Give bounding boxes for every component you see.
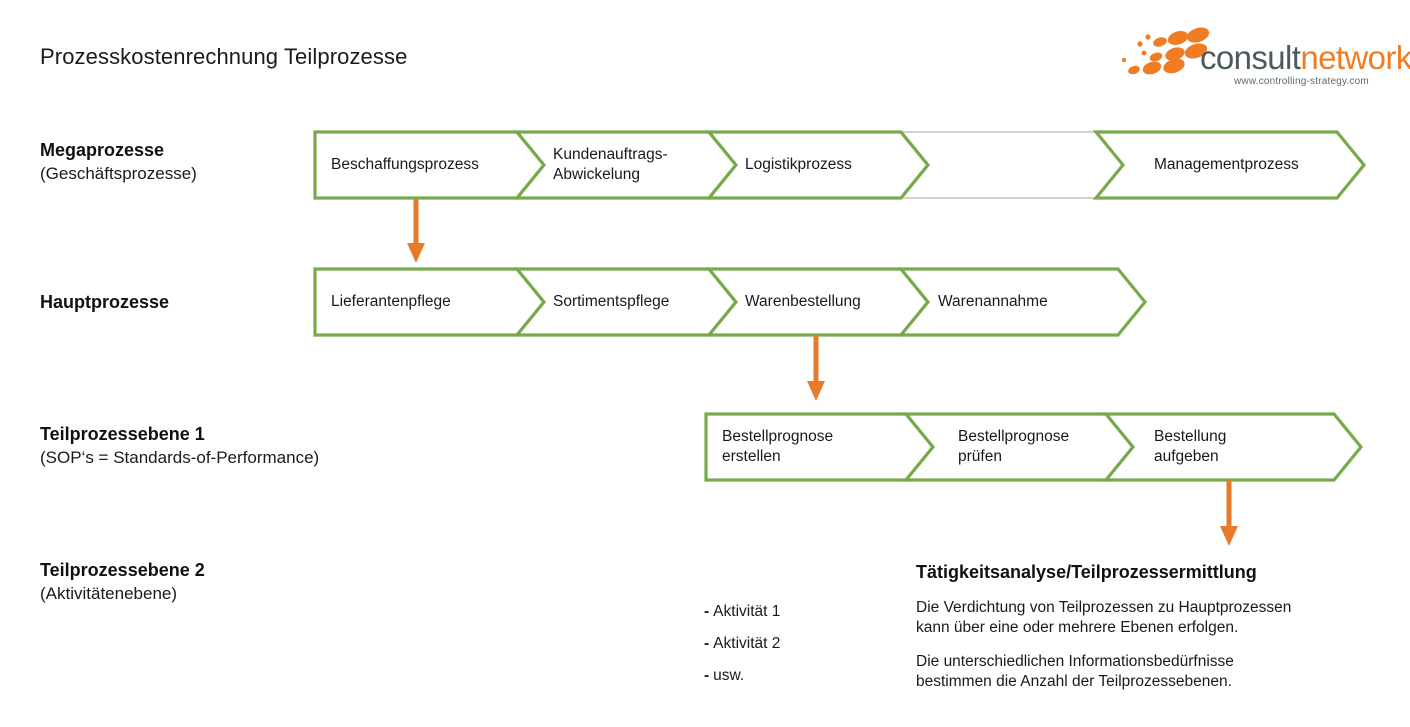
row-label-teilprozessebene-2: Teilprozessebene 2 (Aktivitätenebene) [40, 558, 205, 606]
chevron-label: Warenbestellung [745, 293, 861, 310]
chevron-segment[interactable] [897, 267, 1148, 337]
chevron-label: Managementprozess [1154, 156, 1299, 173]
logo-word-consult: consult [1200, 39, 1301, 76]
row-label-sub: (Aktivitätenebene) [40, 584, 178, 603]
row-label-hauptprozesse: Hauptprozesse [40, 290, 169, 314]
list-dash: - [704, 603, 710, 620]
row-label-main: Teilprozessebene 2 [40, 560, 205, 580]
list-item: -Aktivität 2 [704, 628, 894, 660]
activity-list: -Aktivität 1 -Aktivität 2 -usw. [704, 596, 894, 692]
row-label-main: Teilprozessebene 1 [40, 424, 205, 444]
chevron-segment-empty[interactable] [901, 132, 1123, 198]
logo-url: www.controlling-strategy.com [1234, 76, 1369, 87]
chevron-label: Sortimentspflege [553, 293, 670, 310]
chevron-label: Kundenauftrags- Abwickelung [553, 146, 668, 183]
row-label-teilprozessebene-1: Teilprozessebene 1 (SOP‘s = Standards-of… [40, 422, 319, 470]
chevron-row-teilprozessebene-1-shapes [704, 412, 1364, 482]
chevron-row-hauptprozesse-shapes [313, 267, 1148, 337]
arrow-tp1-to-tp2 [1218, 479, 1240, 547]
list-item: -usw. [704, 660, 894, 692]
chevron-segment[interactable] [1102, 412, 1364, 482]
list-dash: - [704, 667, 710, 684]
consultnetwork-logo: consultnetwork www.controlling-strategy.… [1112, 24, 1410, 87]
chevron-label: Bestellprognose erstellen [722, 428, 834, 465]
chevron-segment[interactable] [1092, 130, 1367, 200]
chevron-row-hauptprozesse: Lieferantenpflege Sortimentspflege Waren… [313, 267, 1148, 337]
chevron-label: Lieferantenpflege [331, 293, 451, 310]
analysis-title: Tätigkeitsanalyse/Teilprozessermittlung [916, 562, 1257, 582]
logo-word-network: network [1300, 39, 1410, 76]
analysis-paragraph-2: Die unterschiedlichen Informationsbedürf… [916, 653, 1234, 690]
list-dash: - [704, 635, 710, 652]
analysis-paragraph-1: Die Verdichtung von Teilprozessen zu Hau… [916, 599, 1292, 636]
list-item-label: Aktivität 1 [713, 603, 781, 620]
row-label-main: Megaprozesse [40, 140, 165, 160]
row-label-main: Hauptprozesse [40, 292, 170, 312]
row-label-megaprozesse: Megaprozesse (Geschäftsprozesse) [40, 138, 197, 186]
arrow-haupt-to-tp1 [805, 336, 827, 402]
chevron-row-megaprozesse-shapes [313, 130, 1367, 200]
chevron-segment-empty-left-notch [899, 130, 931, 200]
page-title: Prozesskostenrechnung Teilprozesse [40, 44, 408, 69]
analysis-block: Tätigkeitsanalyse/Teilprozessermittlung … [916, 560, 1386, 692]
chevron-row-teilprozessebene-1: Bestellprognose erstellen Bestellprognos… [704, 412, 1364, 482]
chevron-label: Logistikprozess [745, 156, 852, 173]
logo-dots-icon [1121, 27, 1210, 75]
logo-wordmark: consultnetwork [1200, 41, 1410, 74]
row-label-sub: (SOP‘s = Standards-of-Performance) [40, 448, 320, 467]
chevron-label: Bestellprognose prüfen [958, 428, 1070, 465]
list-item-label: Aktivität 2 [713, 635, 781, 652]
list-item: -Aktivität 1 [704, 596, 894, 628]
row-label-sub: (Geschäftsprozesse) [40, 164, 197, 183]
chevron-label: Bestellung aufgeben [1154, 428, 1227, 465]
chevron-row-megaprozesse: Beschaffungsprozess Kundenauftrags- Abwi… [313, 130, 1367, 200]
arrow-mega-to-haupt [405, 199, 427, 264]
chevron-label: Beschaffungsprozess [331, 156, 479, 173]
chevron-label: Warenannahme [938, 293, 1048, 310]
list-item-label: usw. [713, 667, 745, 684]
